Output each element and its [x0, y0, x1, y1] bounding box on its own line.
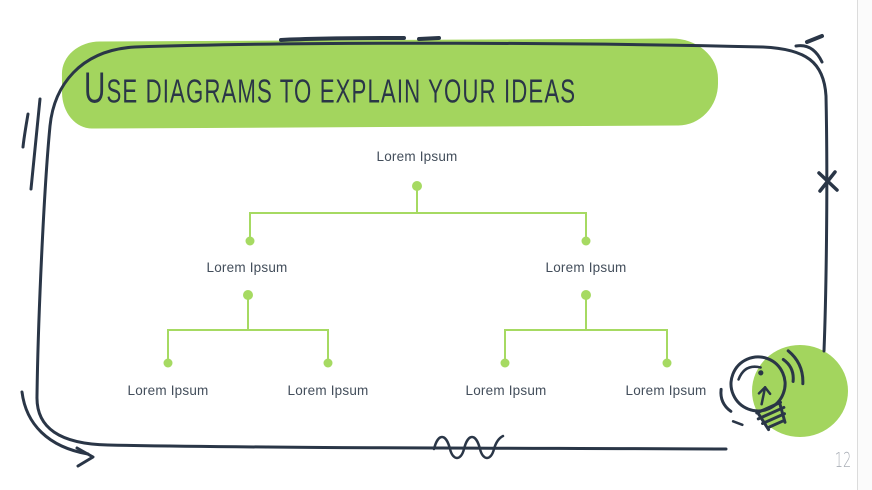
tree-node-dot	[243, 290, 253, 300]
tree-connector	[504, 329, 668, 362]
corner-accent-doodle	[794, 34, 824, 64]
pen-dash-doodle	[279, 36, 441, 42]
tree-node-dot	[323, 358, 333, 368]
x-mark-doodle	[817, 170, 839, 193]
tree-node-label-l3-3: Lorem Ipsum	[465, 383, 547, 398]
tree-node-dot	[245, 236, 255, 246]
lightbulb-icon	[719, 349, 805, 432]
tree-node-dot	[412, 181, 422, 191]
tree-node-label-l3-4: Lorem Ipsum	[625, 383, 707, 398]
page-number: 12	[834, 449, 852, 473]
speed-lines-doodle	[21, 97, 42, 191]
tree-node-dot	[581, 236, 591, 246]
tree-node-dot	[581, 290, 591, 300]
squiggle-doodle	[432, 434, 505, 460]
tree-connector	[249, 212, 587, 241]
arrow-doodle	[20, 390, 95, 468]
tree-node-label-l2-right: Lorem Ipsum	[545, 260, 627, 275]
tree-node-dot	[662, 358, 672, 368]
green-blob	[752, 345, 848, 437]
tree-connector	[167, 329, 329, 362]
tree-node-label-l2-left: Lorem Ipsum	[206, 260, 288, 275]
tree-node-label-l3-2: Lorem Ipsum	[287, 383, 369, 398]
hand-drawn-border	[35, 41, 829, 451]
tree-node-dot	[500, 358, 510, 368]
tree-node-label-l3-1: Lorem Ipsum	[127, 383, 209, 398]
tree-node-label-root: Lorem Ipsum	[376, 149, 458, 164]
slide-title: USE DIAGRAMS TO EXPLAIN YOUR IDEAS	[84, 64, 577, 113]
tree-node-dot	[163, 358, 173, 368]
tree-connectors	[163, 181, 672, 368]
slide-canvas-edge	[857, 0, 872, 490]
